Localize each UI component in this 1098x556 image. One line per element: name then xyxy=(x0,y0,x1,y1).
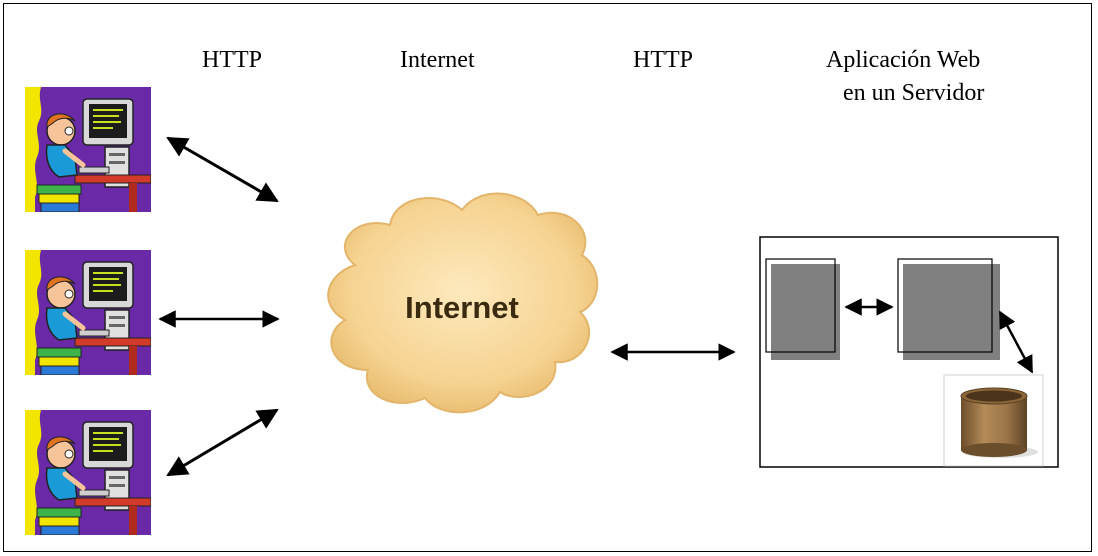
label-app-line2: en un Servidor xyxy=(843,80,985,106)
label-app-line1: Aplicación Web xyxy=(826,47,981,73)
cloud-label: Internet xyxy=(405,290,519,325)
client-3-icon xyxy=(25,410,151,535)
internet-cloud-icon: Internet xyxy=(327,192,599,414)
client-2-icon xyxy=(25,250,151,375)
diagram-frame xyxy=(3,3,1092,552)
client-1-icon xyxy=(25,87,151,212)
label-internet: Internet xyxy=(400,47,475,73)
arrow-client-1 xyxy=(166,136,279,203)
server-box xyxy=(759,236,1059,468)
server-component-1 xyxy=(771,264,840,360)
label-http-left: HTTP xyxy=(202,47,262,73)
arrow-client-3 xyxy=(166,408,279,477)
database-cylinder-icon xyxy=(943,374,1044,467)
label-http-right: HTTP xyxy=(633,47,693,73)
arrow-db-link xyxy=(998,310,1034,374)
server-component-2 xyxy=(903,264,1000,360)
